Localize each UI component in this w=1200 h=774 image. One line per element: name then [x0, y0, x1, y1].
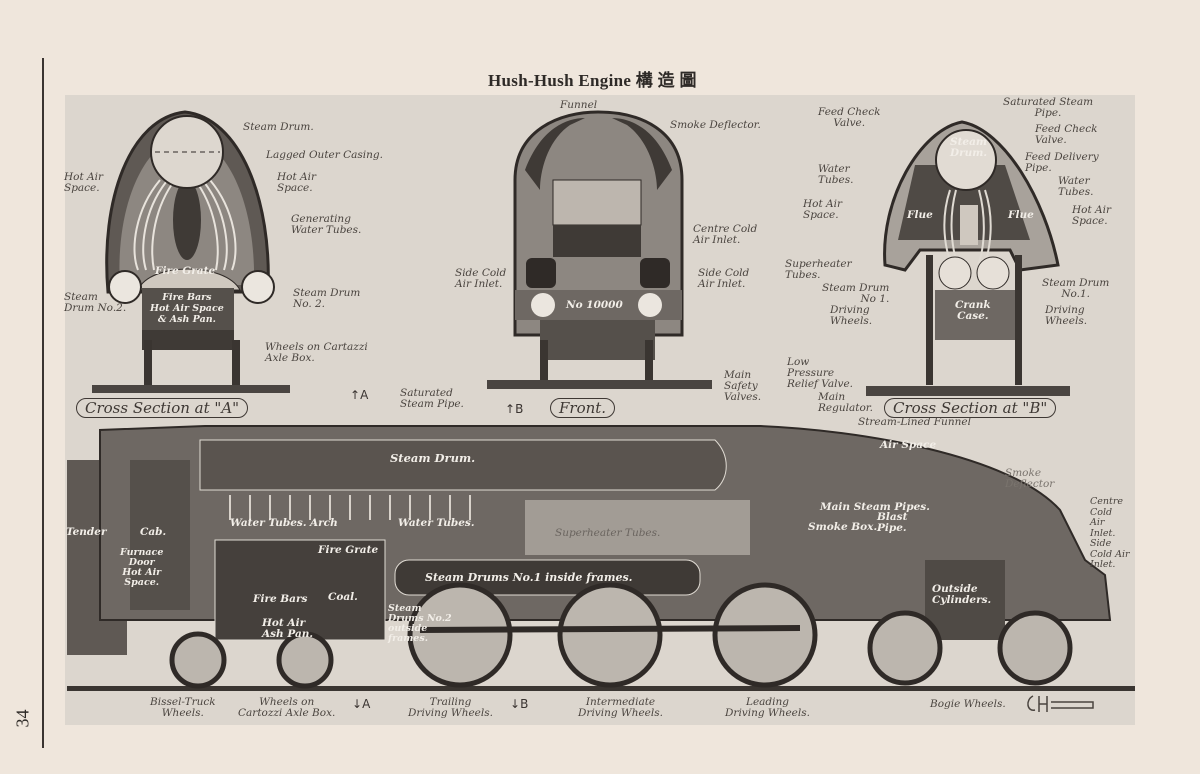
label-steam-drum-side: Steam Drum. [390, 451, 476, 465]
label-smoke-box: Smoke Box. [808, 521, 878, 533]
label-smoke-deflector-front: Smoke Deflector. [670, 119, 761, 131]
bogie-wheel-front [997, 610, 1073, 686]
label-side-inlet-left: Side Cold Air Inlet. [455, 267, 507, 290]
label-outside-cylinders: Outside Cylinders. [932, 583, 992, 606]
caption-front: Front. [550, 398, 616, 418]
label-fire-grate-side: Fire Grate [318, 544, 379, 556]
label-water-tubes-2: Water Tubes. [398, 517, 475, 529]
label-main-steam-pipes: Main Steam Pipes. [820, 501, 930, 513]
label-hot-air-right-a: Hot Air Space. [277, 171, 316, 194]
label-cartazzi-side: Wheels on Cartozzi Axle Box. [238, 696, 336, 719]
label-cab: Cab. [140, 526, 167, 538]
bogie-wheel-rear [867, 610, 943, 686]
label-feed-check-right: Feed Check Valve. [1035, 123, 1098, 146]
cartazzi-wheel [276, 631, 334, 689]
label-intermediate: Intermediate Driving Wheels. [578, 696, 663, 719]
label-coal: Coal. [328, 591, 358, 603]
page-title: Hush-Hush Engine 構 造 圖 [488, 71, 697, 90]
coupling-rod [419, 625, 801, 633]
label-superheater-side: Superheater Tubes. [555, 527, 661, 539]
side-elevation-drawing [67, 425, 1135, 691]
section-marker-a-bottom: ↓A [352, 697, 371, 711]
label-main-regulator: Main Regulator. [818, 391, 873, 414]
label-generating-tubes: Generating Water Tubes. [291, 213, 362, 236]
wheels [169, 582, 1073, 689]
label-main-safety: Main Safety Valves. [724, 369, 762, 403]
label-drum2-right: Steam Drum No. 2. [293, 287, 361, 310]
section-marker-b-bottom: ↓B [510, 697, 529, 711]
label-ash-pan: Hot Air Ash Pan. [262, 617, 314, 640]
label-fire-grate-a: Fire Grate [155, 265, 216, 277]
label-blast-pipe: Blast Pipe. [877, 511, 908, 534]
label-funnel: Funnel [560, 99, 598, 111]
label-lagged-casing: Lagged Outer Casing. [266, 149, 383, 161]
label-saturated-pipe-b: Saturated Steam Pipe. [1003, 96, 1094, 119]
label-water-tubes-right-b: Water Tubes. [1058, 175, 1094, 198]
label-saturated-pipe-side: Saturated Steam Pipe. [400, 387, 464, 410]
bissel-wheel [169, 631, 227, 689]
cross-section-b-drawing [866, 120, 1070, 396]
label-smoke-deflector-side: Smoke Deflector [1005, 467, 1055, 490]
label-fire-bars-side: Fire Bars [253, 593, 308, 605]
label-centre-inlet-front: Centre Cold Air Inlet. [693, 223, 758, 246]
label-flue-right: Flue [1008, 209, 1034, 221]
section-marker-b-top: ↑B [505, 402, 524, 416]
label-drum1-left: Steam Drum No 1. [822, 282, 890, 305]
intermediate-driving-wheel [557, 582, 663, 688]
label-fire-bars-a: Fire Bars Hot Air Space & Ash Pan. [150, 292, 224, 325]
label-steam-drum-b: Steam Drum. [950, 136, 988, 159]
label-drum1-right: Steam Drum No.1. [1042, 277, 1110, 300]
label-crank-case: Crank Case. [955, 299, 991, 322]
label-hot-air-left-b: Hot Air Space. [803, 198, 842, 221]
cross-section-a-drawing [92, 110, 290, 393]
label-driving-left-b: Driving Wheels. [830, 304, 873, 327]
front-view-drawing [487, 110, 712, 389]
label-centre-side-inlet: Centre Cold Air Inlet. Side Cold Air Inl… [1090, 496, 1130, 570]
section-marker-a-top: ↑A [350, 388, 369, 402]
label-drum2-left: Steam Drum No.2. [64, 291, 127, 314]
label-water-tubes-1: Water Tubes. [230, 517, 307, 529]
caption-cross-section-b: Cross Section at "B" [884, 398, 1057, 418]
caption-cross-section-a: Cross Section at "A" [76, 398, 249, 418]
label-side-inlet-right: Side Cold Air Inlet. [698, 267, 750, 290]
number-plate: No 10000 [566, 299, 623, 311]
label-air-space: Air Space [880, 439, 937, 451]
label-feed-delivery: Feed Delivery Pipe. [1025, 151, 1099, 174]
label-wheels-cartazzi-a: Wheels on Cartazzi Axle Box. [265, 341, 368, 364]
artist-signature [1027, 695, 1094, 712]
label-leading: Leading Driving Wheels. [725, 696, 810, 719]
label-hot-air-right-b: Hot Air Space. [1072, 204, 1111, 227]
label-feed-check-left: Feed Check Valve. [818, 106, 881, 129]
label-arch: Arch [310, 517, 338, 529]
page-margin-rule [42, 58, 44, 748]
label-stream-funnel: Stream-Lined Funnel [858, 416, 971, 428]
label-drums-no1: Steam Drums No.1 inside frames. [425, 571, 633, 584]
label-superheater-b: Superheater Tubes. [785, 258, 852, 281]
label-furnace-door: Furnace Door Hot Air Space. [120, 547, 164, 588]
label-flue-left: Flue [907, 209, 933, 221]
label-hot-air-left-a: Hot Air Space. [64, 171, 103, 194]
label-steam-drum-a: Steam Drum. [243, 121, 314, 133]
label-bogie: Bogie Wheels. [930, 698, 1006, 710]
label-trailing: Trailing Driving Wheels. [408, 696, 493, 719]
label-bissel: Bissel-Truck Wheels. [150, 696, 216, 719]
label-tender: Tender [66, 526, 107, 538]
label-driving-right-b: Driving Wheels. [1045, 304, 1088, 327]
label-water-tubes-left-b: Water Tubes. [818, 163, 854, 186]
label-low-pressure: Low Pressure Relief Valve. [787, 356, 853, 390]
leading-driving-wheel [712, 582, 818, 688]
label-drums-no2: Steam Drums No.2 outside frames. [388, 603, 452, 644]
trailing-driving-wheel [407, 582, 513, 688]
